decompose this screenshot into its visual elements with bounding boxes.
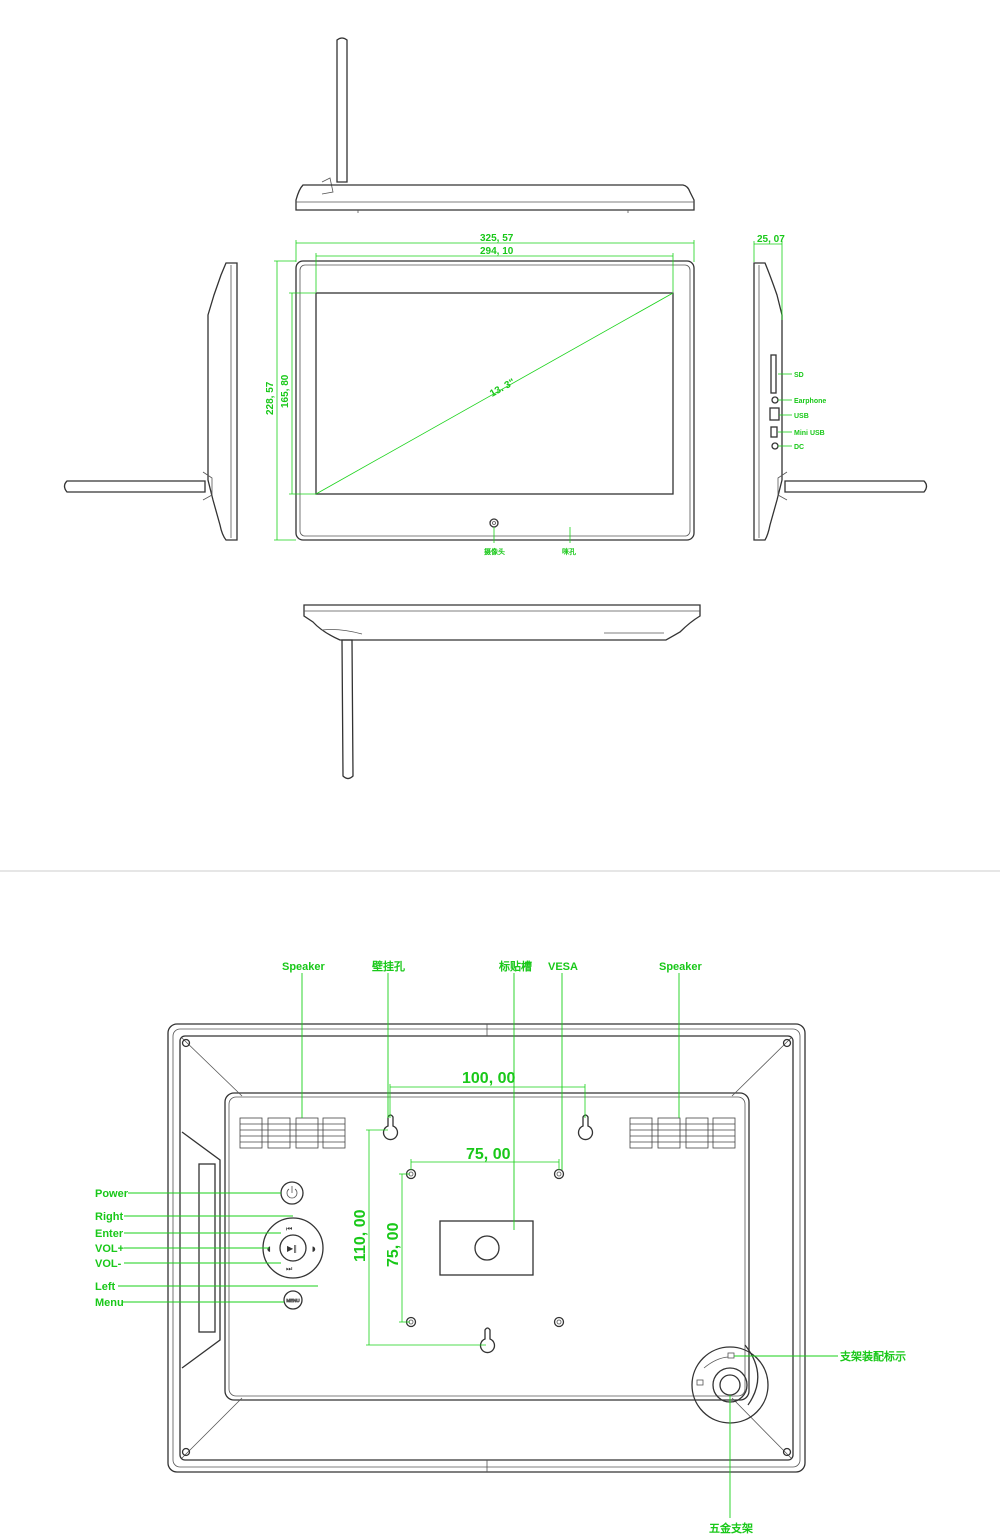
diagonal-label: 13. 3" — [488, 377, 517, 400]
vesa-holes — [405, 1168, 565, 1328]
keyhole-slot — [382, 1114, 594, 1354]
height-outer-label: 228, 57 — [265, 381, 276, 415]
port-label-mini-usb: Mini USB — [794, 430, 825, 437]
label-right: Right — [95, 1211, 123, 1223]
label-enter: Enter — [95, 1228, 124, 1240]
width-outer-label: 325, 57 — [480, 233, 514, 244]
svg-text:MENU: MENU — [286, 1298, 299, 1303]
power-icon — [286, 1186, 298, 1199]
port-label-earphone: Earphone — [794, 398, 826, 405]
dim-vesa-vertical: 75, 00 — [385, 1222, 402, 1267]
label-speaker-left: Speaker — [282, 961, 326, 973]
previous-icon: ⏮ — [286, 1225, 292, 1233]
width-screen-label: 294, 10 — [480, 246, 514, 257]
speaker-grill-right — [629, 1117, 736, 1149]
camera-label: 摄像头 — [484, 547, 505, 556]
volume-down-icon: ◖ — [267, 1245, 271, 1253]
right-side-view: 25, 07 SD Earphone USB Mini USB DC — [753, 234, 928, 541]
label-vol-up: VOL+ — [95, 1243, 124, 1255]
enter-button — [279, 1234, 307, 1262]
menu-button — [283, 1290, 303, 1310]
top-view — [295, 37, 695, 213]
depth-label: 25, 07 — [757, 234, 785, 245]
label-speaker-right: Speaker — [659, 961, 703, 973]
label-vesa: VESA — [548, 961, 578, 973]
next-icon: ⏭ — [286, 1265, 293, 1273]
port-label-dc: DC — [794, 444, 804, 451]
port-label-sd: SD — [794, 372, 804, 379]
left-side-view — [63, 262, 238, 541]
port-label-usb: USB — [794, 413, 809, 420]
speaker-grill-left — [239, 1117, 346, 1149]
dim-wall-horizontal: 100, 00 — [462, 1070, 515, 1087]
mic-label: 咪孔 — [562, 547, 576, 556]
volume-up-icon: ◗ — [312, 1245, 316, 1253]
label-menu: Menu — [95, 1297, 124, 1309]
label-vol-down: VOL- — [95, 1258, 122, 1270]
label-stand: 五金支架 — [709, 1521, 753, 1535]
bottom-view — [303, 604, 701, 780]
back-dimensions: 100, 00 75, 00 110, 00 75, 00 — [352, 1070, 586, 1346]
dim-wall-vertical: 110, 00 — [352, 1209, 369, 1262]
label-stand-mark: 支架装配标示 — [839, 1349, 906, 1363]
height-screen-label: 165, 80 — [280, 374, 291, 408]
back-leaders: Speaker 壁挂孔 标贴槽 VESA Speaker Power Right… — [95, 959, 906, 1535]
dim-vesa-horizontal: 75, 00 — [466, 1146, 511, 1163]
label-slot — [439, 1220, 534, 1276]
label-left: Left — [95, 1281, 116, 1293]
label-label-slot: 标贴槽 — [498, 959, 532, 973]
play-pause-icon: ▶‖ — [287, 1244, 297, 1253]
label-power: Power — [95, 1188, 129, 1200]
label-wall-mount-hole: 壁挂孔 — [372, 959, 405, 973]
front-view: 13. 3" 摄像头 咪孔 325, 57 294, 10 228, 57 16… — [265, 233, 695, 556]
